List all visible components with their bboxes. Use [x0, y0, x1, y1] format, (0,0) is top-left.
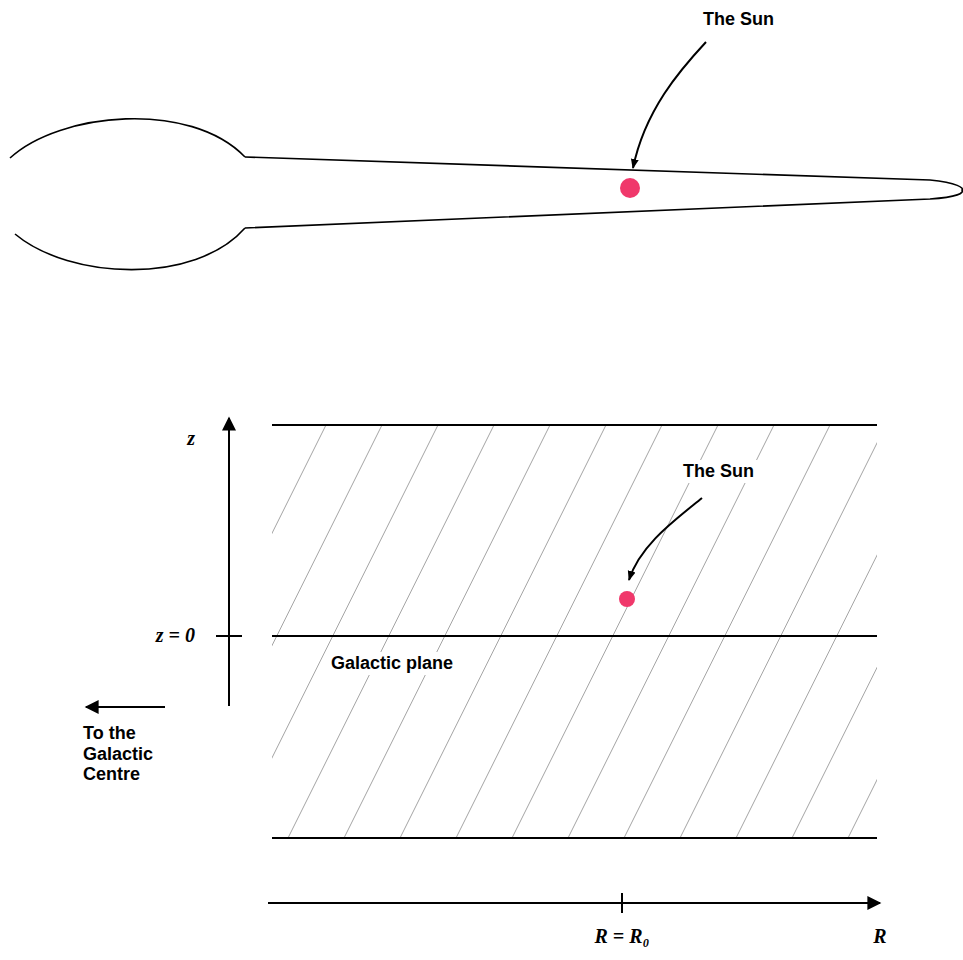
sun-label: The Sun	[700, 8, 777, 31]
disc-hatching	[272, 425, 877, 838]
sun-label: The Sun	[680, 460, 757, 483]
axis-label: z	[184, 426, 198, 451]
plane-label: Galactic plane	[328, 652, 456, 675]
z-axis	[228, 418, 230, 706]
leader-arrow	[633, 42, 706, 168]
band-lines	[272, 425, 877, 838]
tick-label: R = R₀	[591, 924, 652, 949]
axis-tick	[216, 635, 242, 637]
axis-label: z = 0	[153, 623, 198, 648]
leader-arrow	[629, 498, 702, 580]
axis-tick	[621, 893, 623, 913]
direction-arrow	[86, 706, 165, 708]
sun-dot	[620, 178, 640, 198]
galaxy-outline	[10, 119, 962, 270]
direction-label: To the Galactic Centre	[80, 722, 186, 786]
r-axis	[268, 902, 880, 904]
sun-dot	[619, 591, 635, 607]
axis-label: R	[870, 924, 889, 949]
